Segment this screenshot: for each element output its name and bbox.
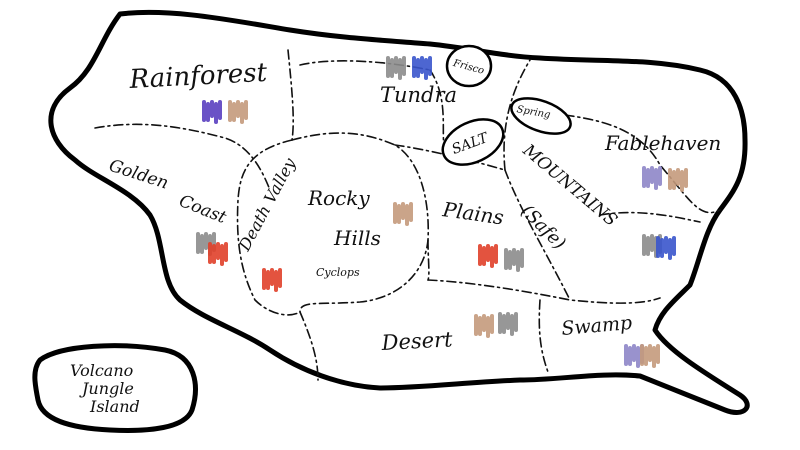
frisco-lake: [445, 44, 493, 88]
region-label-tundra: Tundra: [380, 83, 457, 107]
region-label-rocky: Rocky: [307, 186, 370, 210]
rainforest-swatch-purple: [202, 100, 222, 124]
rainforest-swatch-brown: [228, 100, 248, 124]
color-swatches: [48, 56, 688, 412]
swamp-swatch-lavender: [624, 344, 644, 368]
plains-swatch-red: [478, 244, 498, 268]
spring-pond: [510, 97, 572, 135]
desert-swatch-gray: [498, 312, 518, 336]
golden-coast-swatch-red: [208, 242, 228, 266]
region-label-fablehaven: Fablehaven: [604, 131, 721, 155]
island-label-island: Island: [89, 397, 140, 416]
island-label-volcano: Volcano: [70, 361, 133, 380]
region-label-hills: Hills: [333, 226, 381, 250]
tundra-swatch-blue: [412, 56, 432, 80]
feature-label-cyclops: Cyclops: [316, 266, 360, 279]
fablehaven-swatch-lavender: [642, 166, 662, 190]
death-valley-swatch-red: [262, 268, 282, 292]
region-label-desert: Desert: [380, 327, 454, 355]
swamp-swatch-brown: [640, 344, 660, 368]
fablehaven-swatch-brown: [668, 168, 688, 192]
rocky-hills-swatch-brown: [393, 202, 413, 226]
tundra-swatch-gray: [386, 56, 406, 80]
salt-flat: [441, 118, 505, 166]
desert-swatch-brown: [474, 314, 494, 338]
island-label-jungle: Jungle: [79, 379, 134, 398]
mountains-swatch-blue: [656, 236, 676, 260]
plains-swatch-gray: [504, 248, 524, 272]
region-label-rainforest: Rainforest: [128, 58, 269, 95]
region-borders: [94, 49, 721, 381]
volcano-jungle-island: [32, 343, 198, 433]
